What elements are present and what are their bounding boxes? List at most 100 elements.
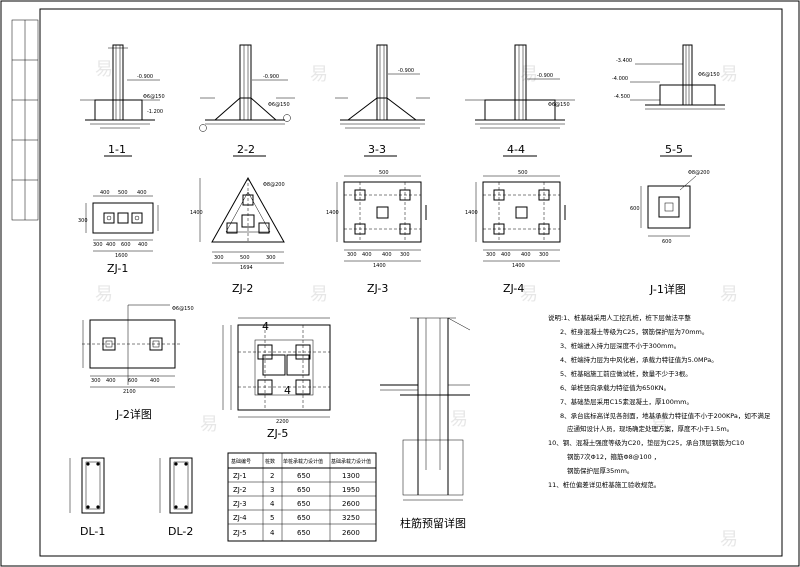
dimension-label: 500 [518, 170, 528, 176]
callout-label: Φ8@200 [688, 170, 710, 176]
dimension-label: 400 [150, 378, 160, 384]
section-marker: 4 [262, 320, 269, 333]
plan-title: ZJ-1 [107, 262, 128, 275]
plan-title: ZJ-3 [367, 282, 388, 295]
dimension-label: 300 [539, 252, 549, 258]
beam-title: DL-1 [80, 525, 105, 538]
elevation-label: -0.900 [537, 73, 553, 79]
dimension-label: 400 [382, 252, 392, 258]
plan-zj-4: 300 400 400 300 1400 1400 500 ZJ-4 [465, 170, 566, 295]
dimension-label: 300 [78, 218, 88, 224]
callout-label: Φ6@150 [698, 72, 720, 78]
watermark-glyph: 易 [520, 64, 538, 85]
dimension-label: 300 [214, 255, 224, 261]
table-cell: 2600 [342, 500, 360, 508]
plan-title: ZJ-4 [503, 282, 524, 295]
dimension-label: 400 [501, 252, 511, 258]
dimension-label: 300 [93, 242, 103, 248]
dimension-label: 600 [630, 206, 640, 212]
elevation-label: -0.900 [137, 74, 153, 80]
watermark-glyph: 易 [95, 284, 113, 305]
table-cell: 5 [270, 514, 274, 522]
dimension-label: 1400 [465, 210, 478, 216]
note-line: 说明:1、桩基础采用人工挖孔桩，桩下层做法平整 [548, 313, 691, 322]
dimension-label: 400 [106, 242, 116, 248]
dimension-label: 500 [379, 170, 389, 176]
table-cell: ZJ-4 [233, 514, 247, 522]
watermark-glyph: 易 [450, 409, 468, 430]
plan-title: ZJ-2 [232, 282, 253, 295]
section-marker: 4 [284, 384, 291, 397]
design-notes: 说明:1、桩基础采用人工挖孔桩，桩下层做法平整 2、桩身混凝土等级为C25，钢筋… [548, 313, 771, 489]
detail-title: 柱筋预留详图 [400, 516, 466, 530]
dimension-label: 1694 [240, 265, 253, 271]
dimension-label: 1400 [512, 263, 525, 269]
dimension-label: 2100 [123, 389, 136, 395]
note-line: 3、桩端进入持力层深度不小于300mm。 [560, 341, 680, 350]
table-header: 基础编号 [231, 458, 251, 465]
section-5-5: -3.400 -4.000 -4.500 Φ6@150 5-5 [612, 44, 725, 157]
callout-label: Φ6@150 [268, 102, 290, 108]
table-cell: 2 [270, 472, 274, 480]
table-cell: 3 [270, 486, 274, 494]
callout-label: Φ6@150 [172, 306, 194, 312]
dimension-label: 300 [347, 252, 357, 258]
callout-label: Φ6@150 [548, 102, 570, 108]
rebar-reservation-detail: 柱筋预留详图 [380, 317, 471, 530]
table-cell: 650 [297, 472, 310, 480]
dimension-label: 500 [240, 255, 250, 261]
elevation-label: -3.400 [616, 58, 632, 64]
dimension-label: 500 [118, 190, 128, 196]
watermark-glyph: 易 [310, 64, 328, 85]
dimension-label: 400 [138, 242, 148, 248]
note-line: 8、承台底标高详见各剖面，地基承载力特征值不小于200KPa，如不满足 [560, 411, 771, 420]
section-2-2: -0.900 Φ6@150 2-2 [199, 44, 295, 157]
plan-zj-5: 4 4 2200 ZJ-5 [222, 317, 331, 440]
dimension-label: 600 [128, 378, 138, 384]
note-line: 10、钢、混凝土强度等级为C20，垫层为C25，承台顶层钢筋为C10 [548, 438, 744, 447]
beam-title: DL-2 [168, 525, 193, 538]
table-cell: ZJ-5 [233, 529, 247, 537]
table-cell: 1300 [342, 472, 360, 480]
elevation-label: -4.500 [614, 94, 630, 100]
plan-title: ZJ-5 [267, 427, 288, 440]
beam-dl-1: DL-1 [69, 457, 105, 538]
dimension-label: 300 [486, 252, 496, 258]
elevation-label: -0.900 [398, 68, 414, 74]
pile-schedule-table: 基础编号 桩数 单桩承载力设计值 基础承载力设计值 ZJ-1 2 650 130… [227, 452, 377, 542]
plan-zj-3: 300 400 400 300 1400 1400 500 ZJ-3 [326, 170, 427, 295]
section-title: 5-5 [665, 143, 683, 156]
dimension-label: 300 [91, 378, 101, 384]
dimension-label: 400 [521, 252, 531, 258]
dimension-label: 600 [121, 242, 131, 248]
table-header: 桩数 [265, 458, 275, 465]
elevation-label: -0.900 [263, 74, 279, 80]
watermark-glyph: 易 [650, 414, 668, 435]
watermark-layer: 易 易 易 易 易 易 易 易 易 易 易 易 [95, 59, 738, 550]
watermark-glyph: 易 [310, 284, 328, 305]
detail-title: J-2详图 [115, 407, 152, 421]
detail-title: J-1详图 [649, 282, 686, 296]
table-cell: 650 [297, 514, 310, 522]
section-1-1: -0.900 -1.200 Φ6@150 1-1 [80, 44, 165, 157]
dimension-label: 400 [106, 378, 116, 384]
callout-label: Φ6@150 [143, 94, 165, 100]
beam-dl-2: DL-2 [159, 457, 193, 538]
section-title: 2-2 [237, 143, 255, 156]
note-line: 2、桩身混凝土等级为C25，钢筋保护层为70mm。 [560, 327, 708, 336]
dimension-label: 300 [400, 252, 410, 258]
table-cell: 650 [297, 486, 310, 494]
section-title: 1-1 [108, 143, 126, 156]
watermark-glyph: 易 [520, 284, 538, 305]
note-line: 5、桩基础施工前应做试桩，数量不少于3根。 [560, 369, 692, 378]
table-cell: ZJ-3 [233, 500, 247, 508]
table-cell: 2600 [342, 529, 360, 537]
note-line: 钢筋保护层厚35mm。 [567, 466, 633, 475]
note-line: 6、单桩竖向承载力特征值为650KN。 [560, 383, 670, 392]
dimension-label: 600 [662, 239, 672, 245]
inner-border [39, 8, 783, 557]
section-3-3: -0.900 3-3 [335, 44, 430, 157]
dimension-label: 2200 [276, 419, 289, 425]
dimension-label: 300 [266, 255, 276, 261]
note-line: 4、桩端持力层为中风化岩，承载力特征值为5.0MPa。 [560, 355, 718, 364]
